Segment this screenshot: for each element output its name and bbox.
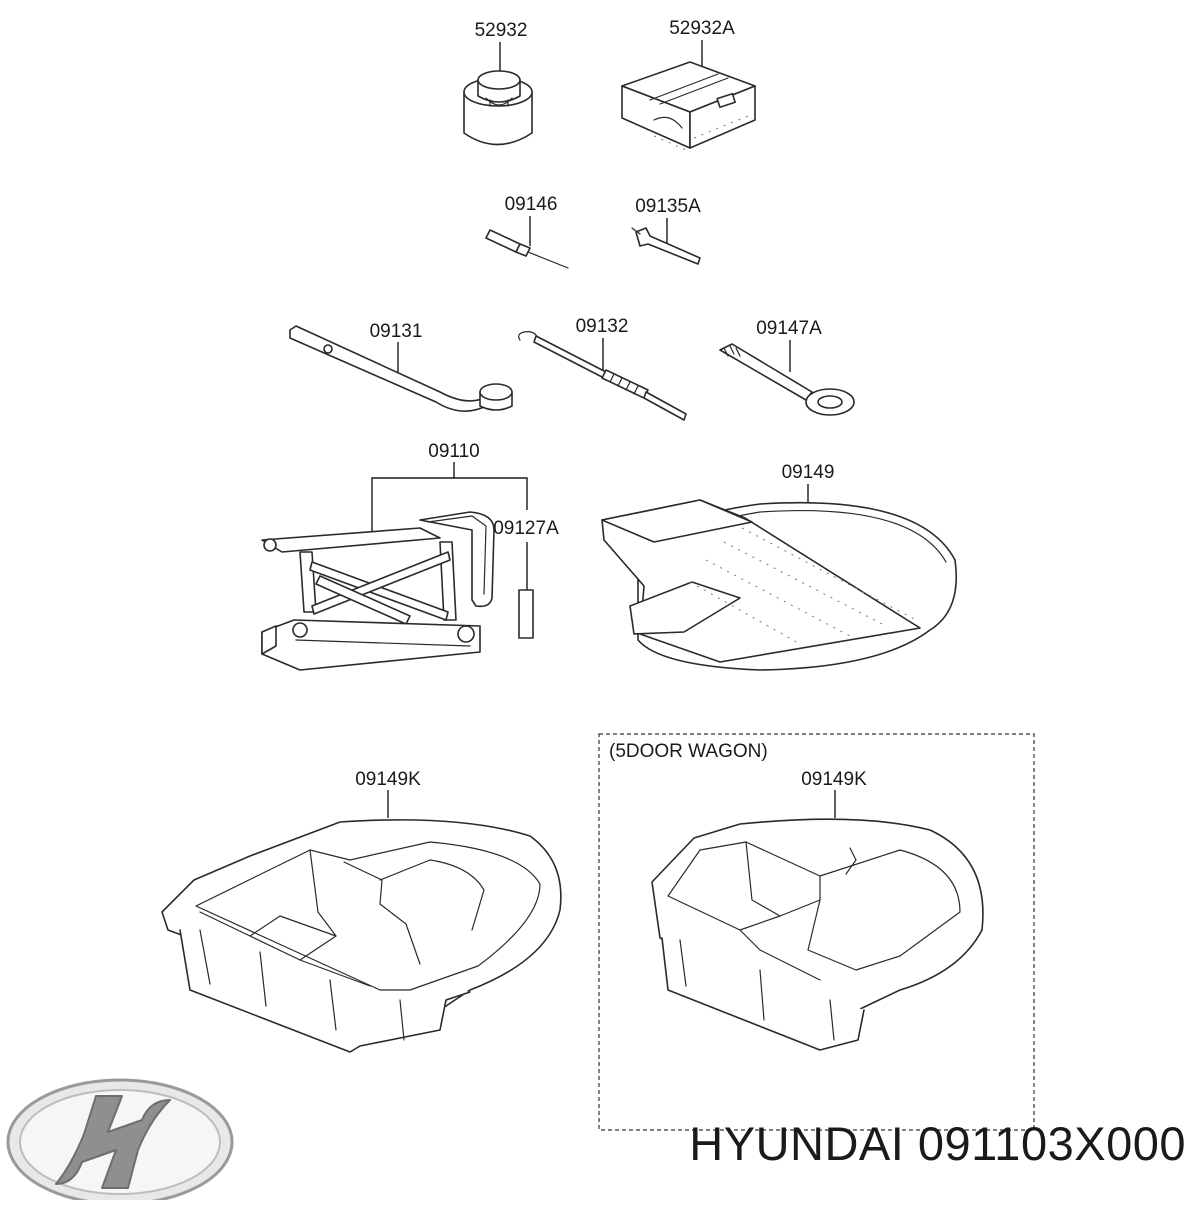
wagon-variant-frame xyxy=(598,733,1035,1131)
wagon-variant-label: (5DOOR WAGON) xyxy=(609,741,768,762)
part-09147a-drawing xyxy=(719,340,855,416)
part-label-09149k-left: 09149K xyxy=(355,769,421,790)
part-label-09132: 09132 xyxy=(576,316,629,337)
part-label-09149: 09149 xyxy=(782,462,835,483)
part-label-09146: 09146 xyxy=(505,194,558,215)
part-09146-drawing xyxy=(485,216,569,269)
part-label-09149k-right: 09149K xyxy=(801,769,867,790)
part-label-52932a: 52932A xyxy=(669,18,735,39)
part-label-09127a: 09127A xyxy=(493,518,559,539)
part-label-09110: 09110 xyxy=(428,441,479,462)
part-09110-drawing xyxy=(261,462,534,671)
part-09131-drawing xyxy=(289,325,513,412)
part-09149-drawing xyxy=(601,484,958,671)
part-label-09147a: 09147A xyxy=(756,318,822,339)
hyundai-logo-icon xyxy=(6,1078,234,1205)
part-label-52932: 52932 xyxy=(475,20,528,41)
brand-part-number: HYUNDAI 091103X000 xyxy=(689,1117,1186,1170)
part-09149k-right-drawing xyxy=(651,790,984,1051)
part-09135a-drawing xyxy=(631,218,701,265)
part-09149k-left-drawing xyxy=(161,790,562,1053)
part-09132-drawing xyxy=(518,331,687,421)
part-52932a-drawing xyxy=(621,40,756,151)
part-label-09131: 09131 xyxy=(370,321,423,342)
part-label-09135a: 09135A xyxy=(635,196,701,217)
part-52932-drawing xyxy=(463,42,533,146)
